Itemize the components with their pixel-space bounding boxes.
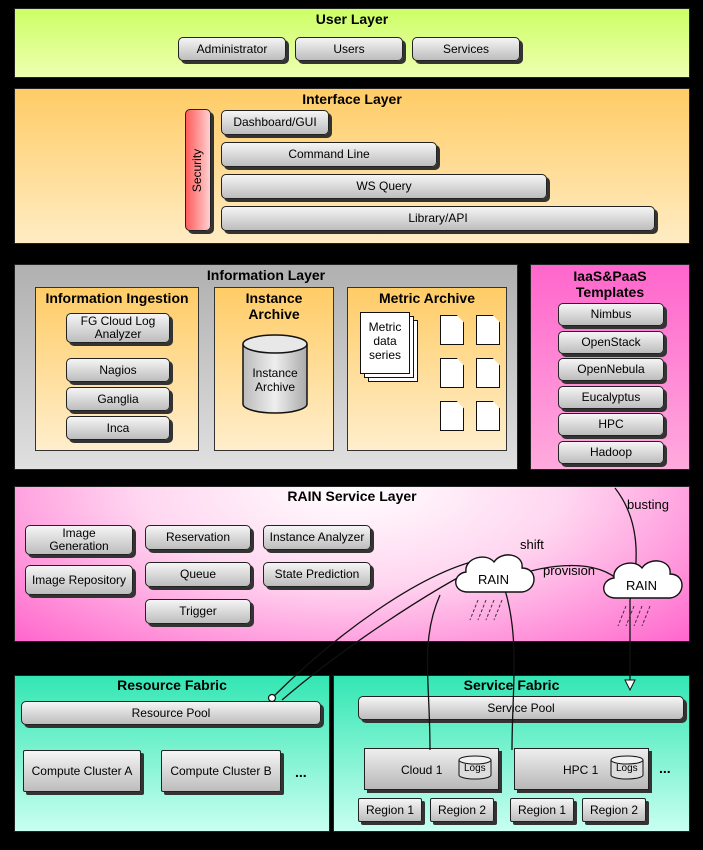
opennebula-box: OpenNebula (558, 358, 664, 381)
rain-cloud-2-label: RAIN (626, 578, 658, 593)
hpc-1-label: HPC 1 (563, 763, 599, 777)
more-nodes-ellipsis: ... (659, 760, 671, 776)
metric-data-series-stack: Metric data series (360, 312, 420, 382)
resource-fabric-title: Resource Fabric (117, 677, 227, 693)
cloud-region-1-box: Region 1 (358, 798, 422, 822)
queue-box: Queue (145, 562, 251, 587)
document-icon (476, 401, 500, 431)
image-generation-box: Image Generation (25, 525, 133, 555)
library-api-box: Library/API (221, 206, 655, 231)
more-clusters-ellipsis: ... (295, 764, 307, 780)
hpc-template-box: HPC (558, 413, 664, 436)
hpc-1-node: HPC 1 Logs (514, 748, 649, 790)
eucalyptus-box: Eucalyptus (558, 386, 664, 409)
cloud-1-logs-db-icon: Logs (457, 755, 493, 780)
ws-query-box: WS Query (221, 174, 547, 199)
openstack-box: OpenStack (558, 331, 664, 354)
cloud-1-label: Cloud 1 (401, 763, 443, 777)
services-box: Services (412, 37, 520, 61)
instance-archive-title: Instance Archive (245, 290, 303, 322)
dashboard-gui-box: Dashboard/GUI (221, 110, 329, 135)
nimbus-box: Nimbus (558, 303, 664, 326)
nagios-box: Nagios (66, 358, 170, 382)
cloud-1-node: Cloud 1 Logs (364, 748, 499, 790)
service-fabric: Service Fabric Service Pool Cloud 1 Logs… (333, 675, 690, 832)
information-ingestion-title: Information Ingestion (45, 290, 189, 306)
user-layer-title: User Layer (315, 11, 389, 27)
information-layer: Information Layer Information Ingestion … (14, 264, 518, 470)
service-pool-box: Service Pool (358, 696, 684, 720)
metric-archive-panel: Metric Archive Metric data series (347, 287, 507, 451)
document-icon (476, 358, 500, 388)
busting-label: busting (627, 497, 669, 512)
templates-title: IaaS&PaaS Templates (573, 268, 647, 300)
user-layer: User Layer Administrator Users Services (14, 8, 690, 78)
security-label: Security (190, 148, 205, 192)
reservation-box: Reservation (145, 525, 251, 550)
rain-service-layer: RAIN Service Layer Image Generation Imag… (14, 486, 690, 642)
information-ingestion-panel: Information Ingestion FG Cloud Log Analy… (35, 287, 199, 451)
users-box: Users (295, 37, 403, 61)
security-box: Security (185, 109, 211, 231)
information-layer-title: Information Layer (206, 267, 326, 283)
interface-layer-title: Interface Layer (302, 91, 402, 107)
resource-fabric: Resource Fabric Resource Pool Compute Cl… (14, 675, 330, 832)
ganglia-box: Ganglia (66, 387, 170, 411)
iaas-paas-templates-panel: IaaS&PaaS Templates Nimbus OpenStack Ope… (530, 264, 690, 470)
interface-layer: Interface Layer Security Dashboard/GUI C… (14, 88, 690, 244)
hpc-1-logs-label: Logs (616, 763, 638, 774)
trigger-box: Trigger (145, 599, 251, 624)
hpc-region-1-box: Region 1 (510, 798, 574, 822)
instance-archive-db-label: Instance Archive (252, 366, 298, 394)
resource-pool-box: Resource Pool (21, 701, 321, 725)
administrator-box: Administrator (178, 37, 286, 61)
provision-label: provision (543, 563, 596, 578)
document-icon (440, 401, 464, 431)
cloud-1-logs-label: Logs (464, 763, 486, 774)
rain-cloud-1-label: RAIN (478, 572, 510, 587)
metric-archive-title: Metric Archive (379, 290, 475, 306)
hadoop-box: Hadoop (558, 441, 664, 464)
instance-archive-panel: Instance Archive Instance Archive (214, 287, 334, 451)
shift-label: shift (520, 537, 544, 552)
metric-data-series-label: Metric data series (368, 320, 402, 362)
hpc-1-logs-db-icon: Logs (609, 755, 645, 780)
cloud-region-2-box: Region 2 (430, 798, 494, 822)
command-line-box: Command Line (221, 142, 437, 167)
compute-cluster-b-box: Compute Cluster B (161, 750, 281, 792)
document-icon (440, 315, 464, 345)
compute-cluster-a-box: Compute Cluster A (23, 750, 141, 792)
service-fabric-title: Service Fabric (463, 677, 560, 693)
inca-box: Inca (66, 416, 170, 440)
instance-analyzer-box: Instance Analyzer (263, 525, 371, 550)
hpc-region-2-box: Region 2 (582, 798, 646, 822)
rain-layer-title: RAIN Service Layer (287, 488, 417, 504)
document-icon (440, 358, 464, 388)
state-prediction-box: State Prediction (263, 562, 371, 587)
fg-cloud-log-analyzer-box: FG Cloud Log Analyzer (66, 313, 170, 343)
instance-archive-database-icon (242, 334, 308, 414)
image-repository-box: Image Repository (25, 565, 133, 595)
document-icon (476, 315, 500, 345)
